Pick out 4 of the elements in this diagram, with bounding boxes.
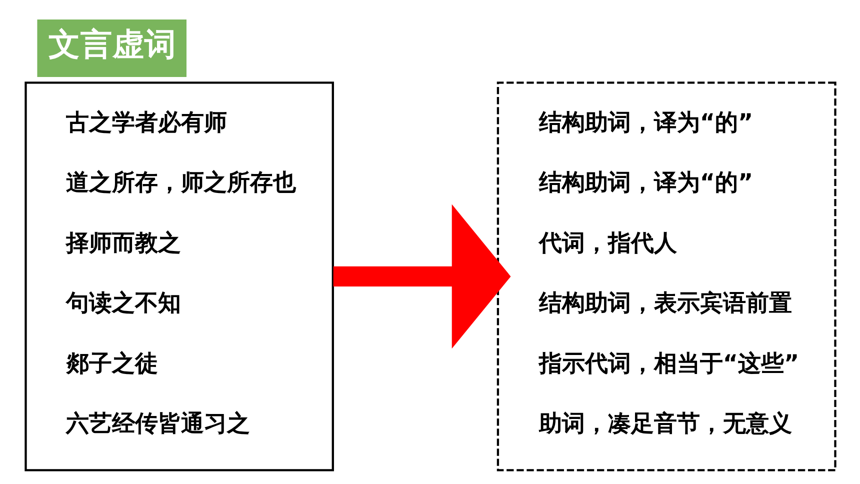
arrow (332, 204, 510, 349)
diagram-title: 文言虚词 (48, 26, 176, 63)
node-box: 古之学者必有师 道之所存，师之所存也 择师而教之 句读之不知 郯子之徒 六艺经传皆通习之 (24, 82, 334, 472)
node-box: 结构助词，译为“的” 结构助词，译为“的” 代词，指代人 结构助词，表示宾语前置 指示代词，相当于“这些” 助词，凑足音节，无意义 (496, 82, 836, 472)
